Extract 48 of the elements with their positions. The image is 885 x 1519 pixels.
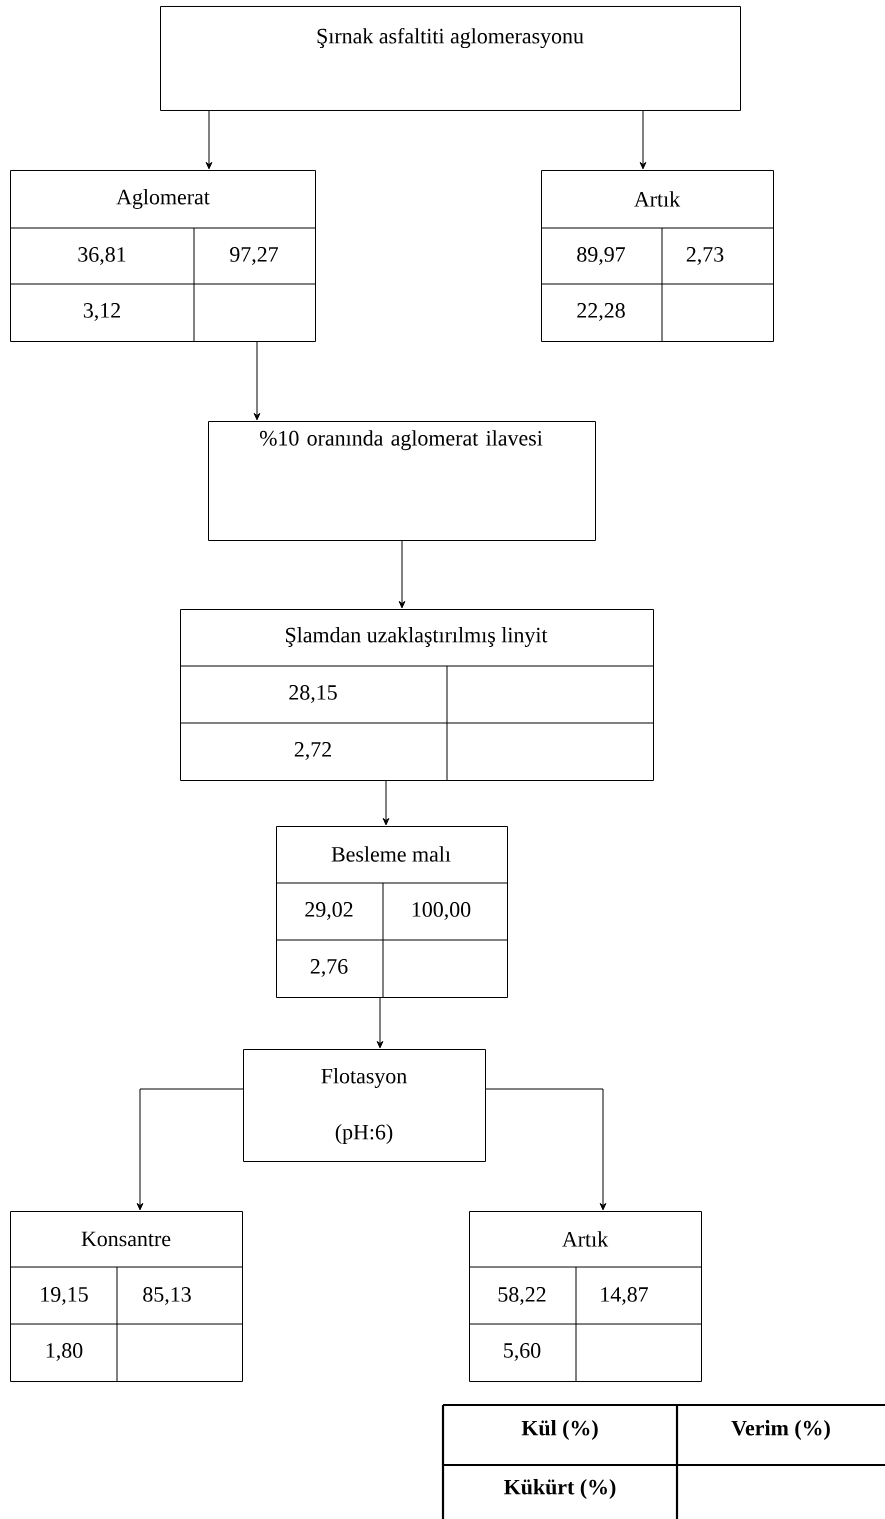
process-box: [160, 6, 741, 111]
cell-value: 29,02: [305, 902, 353, 920]
process-box: [208, 421, 596, 541]
table-heading: Şlamdan uzaklaştırılmış linyit: [286, 627, 548, 647]
data-table: [9, 170, 316, 342]
cell-value: 28,15: [289, 685, 337, 703]
cell-value: 14,87: [601, 1287, 649, 1305]
cell-value: 2,76: [310, 959, 348, 977]
key-label: Kül (%): [521, 1420, 598, 1440]
table-heading: Aglomerat: [116, 189, 210, 209]
cell-value: 3,12: [83, 303, 120, 321]
box-label: (pH:6): [335, 1124, 393, 1144]
cell-value: 5,60: [504, 1343, 541, 1361]
cell-value: 58,22: [498, 1287, 546, 1305]
cell-value: 22,28: [577, 303, 625, 321]
process-box: [243, 1049, 486, 1162]
table-heading: Artık: [634, 191, 681, 207]
cell-value: 1,80: [46, 1343, 83, 1361]
arrow: [485, 1088, 607, 1211]
cell-value: 100,00: [412, 902, 471, 920]
data-table: [275, 826, 508, 998]
table-heading: Konsantre: [81, 1231, 171, 1247]
cell-value: 2,72: [294, 742, 331, 760]
cell-value: 2,73: [686, 247, 724, 265]
box-label: %10 oranında aglomerat ilavesi: [259, 430, 543, 451]
box-label: Şırnak asfaltiti aglomerasyonu: [317, 27, 584, 49]
table-heading: Besleme malı: [331, 846, 451, 862]
cell-value: 85,13: [143, 1287, 191, 1305]
table-heading: Artık: [562, 1231, 609, 1247]
cell-value: 89,97: [577, 247, 626, 265]
key-label: Kükürt (%): [504, 1479, 616, 1499]
data-table: [9, 1211, 243, 1382]
data-table: [179, 609, 654, 781]
data-table: [540, 170, 774, 342]
cell-value: 19,15: [41, 1287, 88, 1305]
arrow: [398, 540, 406, 609]
key-table: [441, 1403, 885, 1519]
arrow: [376, 997, 384, 1049]
arrow: [639, 110, 647, 170]
arrow: [205, 110, 213, 170]
box-label: Flotasyon: [321, 1068, 407, 1088]
arrow: [136, 1088, 244, 1211]
cell-value: 36,81: [78, 247, 126, 265]
key-label: Verim (%): [731, 1420, 830, 1440]
arrow: [382, 780, 390, 826]
arrow: [253, 341, 261, 421]
cell-value: 97,27: [230, 247, 279, 265]
data-table: [468, 1211, 702, 1382]
